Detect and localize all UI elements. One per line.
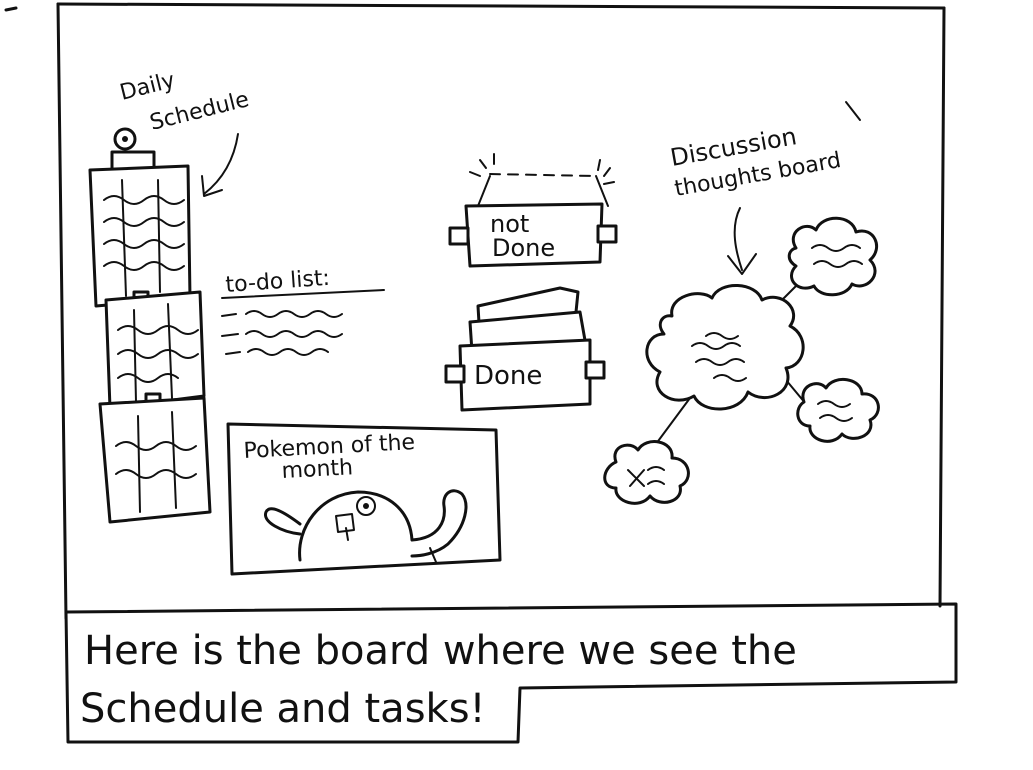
schedule-arrow-icon (201, 133, 239, 197)
board-frame (4, 2, 946, 620)
pokemon-of-month[interactable]: Pokemon of the month (226, 422, 502, 576)
thought-cloud (645, 284, 805, 411)
todo-item (225, 348, 329, 356)
thought-cloud (796, 378, 880, 443)
discussion-board[interactable]: Discussion thoughts board (603, 101, 880, 505)
caption-line1: Here is the board where we see the (84, 628, 797, 674)
todo-item (221, 330, 343, 338)
tape-icon (596, 224, 618, 244)
schedule-page (88, 164, 192, 308)
sparkle-icon (469, 153, 615, 185)
done-label: Done (474, 361, 542, 391)
schedule-page (98, 396, 212, 524)
todo-item (221, 310, 343, 318)
pin-icon (113, 127, 137, 151)
caption-box: Here is the board where we see the Sched… (64, 602, 958, 744)
not-done-label-line2: Done (492, 234, 555, 262)
thought-cloud (603, 440, 690, 505)
done-folder[interactable]: Done (444, 286, 606, 412)
discussion-arrow-icon (727, 207, 757, 275)
caption-line2: Schedule and tasks! (80, 686, 486, 732)
pokemon-drawing-icon (264, 489, 468, 563)
daily-schedule[interactable]: Daily Schedule (88, 68, 252, 524)
daily-schedule-label-line1: Daily (117, 68, 177, 106)
not-done-card[interactable]: not Done (448, 153, 618, 268)
todo-list[interactable]: to-do list: (221, 266, 385, 356)
pokemon-label-line2: month (281, 455, 354, 484)
tape-icon (444, 364, 466, 384)
thought-cloud (787, 216, 878, 297)
not-done-label-line1: not (490, 210, 529, 238)
tape-icon (448, 226, 470, 246)
schedule-page (104, 290, 206, 410)
tape-icon (584, 360, 606, 380)
